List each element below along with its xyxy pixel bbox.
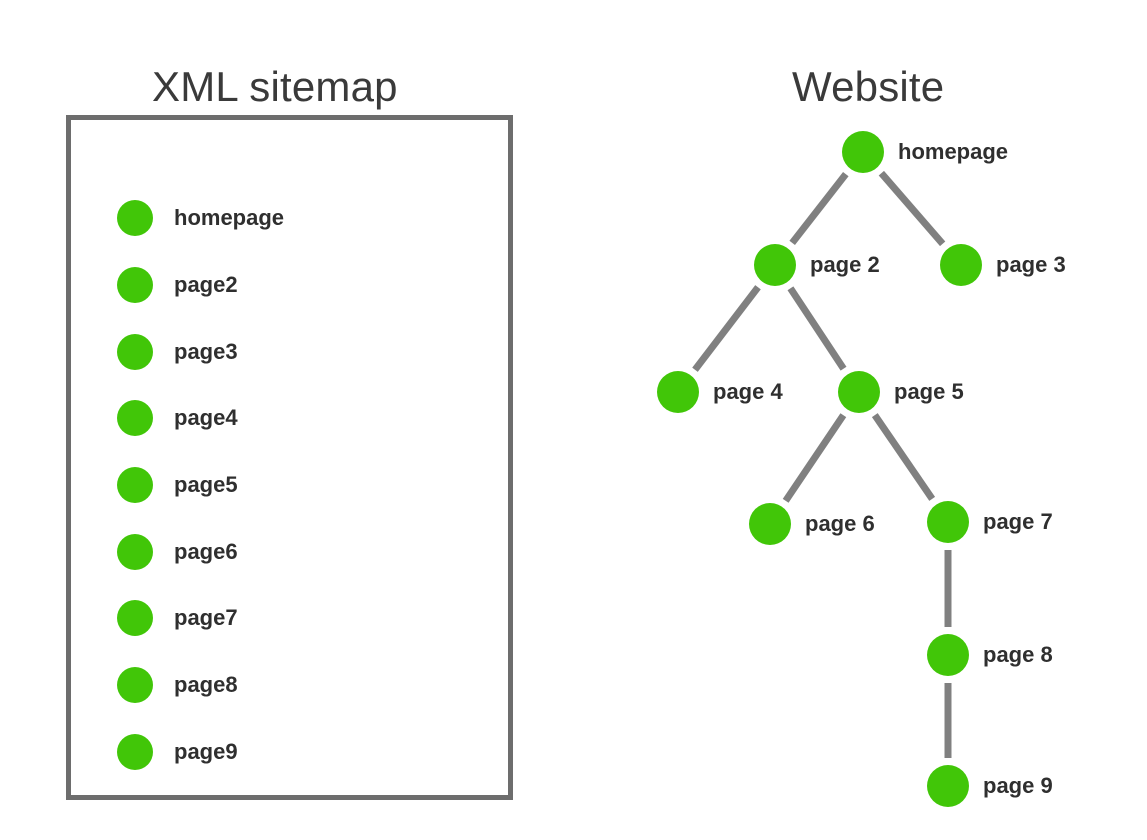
tree-node-page5[interactable]: page 5: [838, 371, 964, 413]
tree-node-page9[interactable]: page 9: [927, 765, 1053, 807]
sitemap-list-item[interactable]: page4: [117, 385, 284, 452]
tree-edge-homepage-page2: [789, 171, 849, 246]
tree-node-page8[interactable]: page 8: [927, 634, 1053, 676]
page-dot-icon: [117, 667, 153, 704]
tree-node-label: page 8: [983, 642, 1053, 667]
page-dot-icon: [117, 200, 153, 237]
sitemap-list-item[interactable]: page9: [117, 719, 284, 786]
tree-node-label: page 6: [805, 511, 875, 536]
tree-node-label: page 3: [996, 252, 1066, 277]
sitemap-list-item[interactable]: homepage: [117, 185, 284, 252]
xml-sitemap-list: homepage page2 page3 page4 page5 page6 page7 pa…: [117, 185, 284, 785]
sitemap-item-label: page6: [174, 538, 238, 564]
website-tree-edges: [692, 170, 952, 758]
page-dot-icon: [117, 267, 153, 304]
sitemap-list-item[interactable]: page8: [117, 652, 284, 719]
sitemap-list-item[interactable]: page3: [117, 318, 284, 385]
page-dot-icon: [754, 244, 796, 286]
tree-node-page4[interactable]: page 4: [657, 371, 783, 413]
page-dot-icon: [838, 371, 880, 413]
sitemap-list-item[interactable]: page5: [117, 452, 284, 519]
page-dot-icon: [940, 244, 982, 286]
tree-edge-page2-page4: [692, 285, 761, 372]
tree-node-homepage[interactable]: homepage: [842, 131, 1008, 173]
page-dot-icon: [117, 533, 153, 570]
page-dot-icon: [927, 765, 969, 807]
sitemap-list-item[interactable]: page6: [117, 518, 284, 585]
tree-node-label: page 9: [983, 773, 1053, 798]
sitemap-item-label: page9: [174, 738, 238, 764]
tree-edge-homepage-page3: [878, 170, 946, 247]
tree-node-label: page 7: [983, 509, 1053, 534]
tree-node-label: page 2: [810, 252, 880, 277]
sitemap-item-label: page2: [174, 272, 238, 298]
sitemap-item-label: page8: [174, 672, 238, 698]
page-dot-icon: [117, 600, 153, 637]
sitemap-item-label: homepage: [174, 205, 285, 231]
page-dot-icon: [117, 400, 153, 437]
xml-sitemap-box: homepage page2 page3 page4 page5 page6 page7 pa…: [66, 115, 513, 800]
page-dot-icon: [117, 333, 153, 370]
tree-node-label: homepage: [898, 139, 1009, 164]
page-dot-icon: [927, 634, 969, 676]
tree-edge-page2-page5: [787, 286, 847, 371]
tree-edge-page5-page7: [871, 413, 936, 501]
xml-sitemap-panel: XML sitemap homepage page2 page3 page4 page5…: [0, 0, 573, 840]
sitemap-item-label: page4: [174, 405, 238, 431]
tree-node-page7[interactable]: page 7: [927, 501, 1053, 543]
tree-edge-page5-page6: [782, 413, 847, 503]
website-tree: homepage page 2 page 3 page 4 page 5 page 6 pa…: [573, 0, 1147, 840]
sitemap-item-label: page5: [174, 472, 238, 498]
sitemap-list-item[interactable]: page7: [117, 585, 284, 652]
tree-node-page2[interactable]: page 2: [754, 244, 880, 286]
page-dot-icon: [749, 503, 791, 545]
tree-node-page6[interactable]: page 6: [749, 503, 875, 545]
tree-node-label: page 5: [894, 379, 964, 404]
sitemap-list-item[interactable]: page2: [117, 252, 284, 319]
tree-node-label: page 4: [713, 379, 783, 404]
website-title: Website: [792, 63, 945, 111]
tree-node-page3[interactable]: page 3: [940, 244, 1066, 286]
xml-sitemap-title: XML sitemap: [152, 63, 398, 111]
sitemap-item-label: page7: [174, 605, 238, 631]
page-dot-icon: [117, 467, 153, 504]
page-dot-icon: [117, 733, 153, 770]
page-dot-icon: [842, 131, 884, 173]
page-dot-icon: [657, 371, 699, 413]
website-panel: Website homepage page 2 page 3 page 4 page 5…: [573, 0, 1147, 840]
sitemap-item-label: page3: [174, 338, 238, 364]
page-dot-icon: [927, 501, 969, 543]
